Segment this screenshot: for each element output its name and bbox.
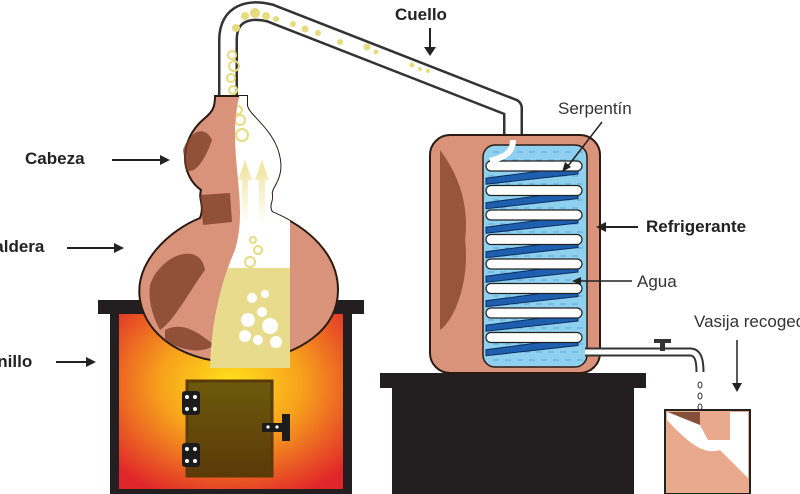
arrow-right-icon <box>160 155 170 165</box>
copper-texture <box>149 131 232 351</box>
arrow-left-icon <box>596 222 606 232</box>
label-cuello-text: Cuello <box>395 5 447 24</box>
coil-front-segment <box>485 160 583 172</box>
serpentine-coil <box>485 139 583 357</box>
collection-vessel <box>664 409 751 494</box>
label-hornillo-text: Hornillo <box>0 352 32 371</box>
still <box>138 95 340 368</box>
arrow-down-icon <box>424 47 436 56</box>
coil-front-segment <box>485 282 583 295</box>
tap-icon[interactable] <box>654 339 671 351</box>
coil-inlet <box>489 139 516 164</box>
label-serpentin-text: Serpentín <box>558 99 632 118</box>
vapor-bubbles <box>232 8 430 73</box>
label-refrigerante-text: Refrigerante <box>646 217 746 236</box>
vapor-arrow-icon <box>238 160 269 225</box>
label-cabeza: Cabeza <box>25 149 170 168</box>
coil-front-segment <box>485 258 583 270</box>
arrow-left-icon <box>572 277 581 285</box>
condenser <box>429 134 601 374</box>
label-vasija: Vasija recogedora <box>694 312 800 392</box>
coil-front-segment <box>485 209 583 221</box>
arrow-icon <box>562 162 571 172</box>
arrow-down-icon <box>732 383 742 392</box>
door-hinge-icon <box>182 391 200 467</box>
label-agua-text: Agua <box>637 272 677 291</box>
coil-front-segment <box>485 184 583 197</box>
label-caldera-text: Caldera <box>0 237 45 256</box>
condenser-stand <box>380 373 646 494</box>
coil-front-segment <box>485 331 583 344</box>
door-latch-icon[interactable] <box>262 414 290 441</box>
label-hornillo: Hornillo <box>0 352 96 371</box>
arrow-right-icon <box>114 243 124 253</box>
coil-front-segment <box>485 307 583 319</box>
label-serpentin: Serpentín <box>558 99 632 172</box>
label-agua: Agua <box>572 272 677 291</box>
outlet-pipe <box>585 339 705 411</box>
drops <box>697 381 703 411</box>
label-cabeza-text: Cabeza <box>25 149 85 168</box>
coil-front-segment <box>485 233 583 246</box>
label-cuello: Cuello <box>395 5 447 56</box>
label-vasija-text: Vasija recogedora <box>694 312 800 331</box>
label-caldera: Caldera <box>0 237 124 256</box>
furnace <box>98 300 364 494</box>
neck-pipe <box>218 1 523 140</box>
label-refrigerante: Refrigerante <box>596 217 746 236</box>
arrow-right-icon <box>86 357 96 367</box>
